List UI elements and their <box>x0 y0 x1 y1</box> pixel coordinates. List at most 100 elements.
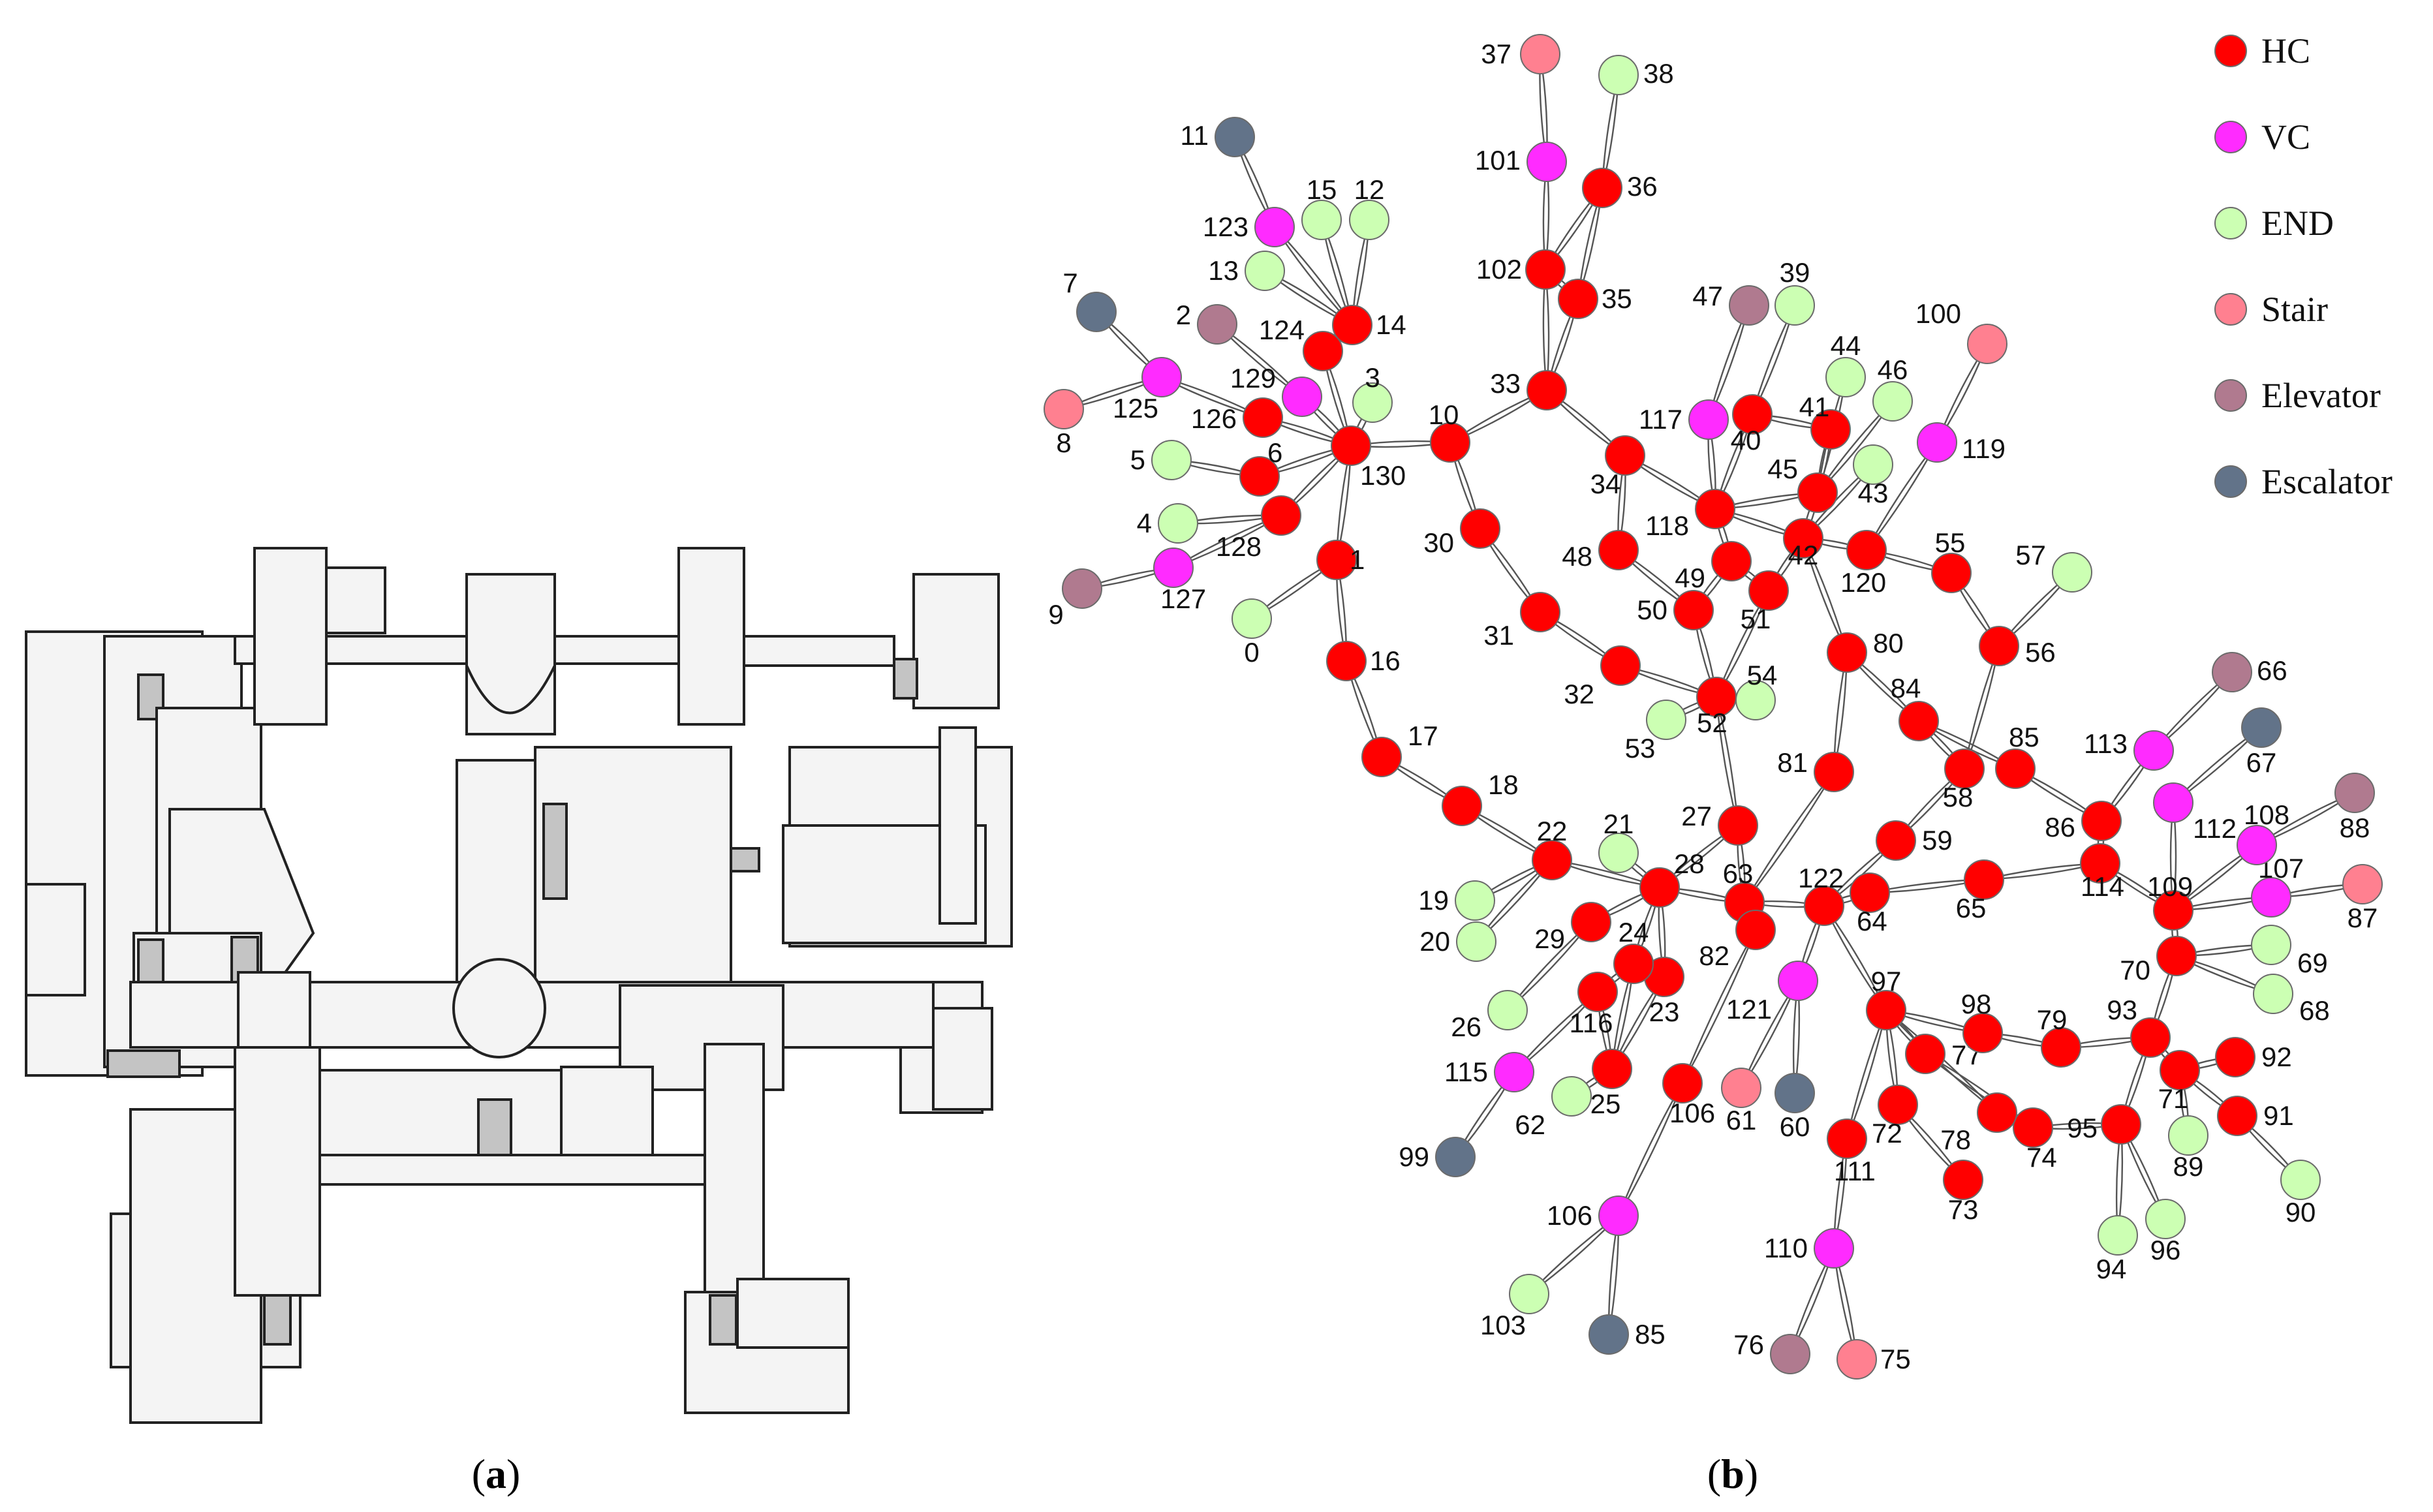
node-24-circle <box>1613 944 1654 984</box>
node-14: 14 <box>1332 305 1406 345</box>
node-8: 8 <box>1044 389 1084 458</box>
node-47-label: 47 <box>1692 281 1723 311</box>
node-73-label: 73 <box>1948 1194 1979 1225</box>
node-17: 17 <box>1361 720 1438 777</box>
node-87-circle <box>2342 864 2383 904</box>
node-101-circle <box>1526 142 1567 182</box>
node-42-circle <box>1783 518 1823 559</box>
node-34-circle <box>1605 435 1645 476</box>
node-78: 78 <box>1940 1092 2017 1155</box>
node-1: 1 <box>1316 540 1365 580</box>
node-70-label: 70 <box>2120 955 2150 985</box>
node-7-circle <box>1076 292 1117 332</box>
node-36-circle <box>1582 168 1622 208</box>
node-10-circle <box>1430 422 1470 463</box>
node-118: 118 <box>1645 489 1735 541</box>
node-35-label: 35 <box>1602 283 1632 314</box>
node-129-circle <box>1282 377 1322 417</box>
node-50: 50 <box>1637 590 1714 630</box>
graph-nodes: 1610141617182223242527282930313233343536… <box>1044 34 2383 1380</box>
node-36-label: 36 <box>1627 171 1658 202</box>
node-7-label: 7 <box>1062 268 1077 298</box>
node-92-label: 92 <box>2261 1041 2292 1072</box>
node-51-circle <box>1748 570 1789 611</box>
node-84: 84 <box>1891 673 1939 741</box>
node-106-circle <box>1662 1063 1703 1103</box>
node-51: 51 <box>1741 570 1789 634</box>
node-126-label: 126 <box>1191 403 1237 434</box>
node-95: 95 <box>2067 1104 2141 1145</box>
node-16-circle <box>1326 641 1367 681</box>
node-76: 76 <box>1733 1329 1810 1374</box>
node-9-circle <box>1062 568 1102 609</box>
node-37: 37 <box>1481 34 1560 74</box>
node-60-label: 60 <box>1780 1111 1810 1142</box>
node-38: 38 <box>1598 55 1674 95</box>
node-65: 65 <box>1956 859 2004 923</box>
node-88: 88 <box>2334 773 2375 843</box>
node-89-label: 89 <box>2173 1151 2204 1182</box>
node-13-label: 13 <box>1208 255 1239 286</box>
node-39-circle <box>1774 285 1815 326</box>
node-57: 57 <box>2015 540 2092 593</box>
node-96-circle <box>2145 1199 2186 1239</box>
node-22-circle <box>1532 840 1572 880</box>
node-89-circle <box>2168 1115 2208 1156</box>
node-114: 114 <box>2080 843 2124 902</box>
node-91-circle <box>2217 1096 2257 1136</box>
node-102-circle <box>1525 249 1566 290</box>
node-121-circle <box>1778 961 1818 1001</box>
edge-82-106 <box>1681 929 1757 1084</box>
node-18-circle <box>1442 786 1482 826</box>
node-73: 73 <box>1943 1160 1983 1225</box>
node-63-label: 63 <box>1723 858 1754 889</box>
node-8-circle <box>1044 389 1084 429</box>
node-29-circle <box>1571 902 1611 942</box>
node-110: 110 <box>1764 1228 1854 1269</box>
node-43-label: 43 <box>1858 478 1889 508</box>
node-102-label: 102 <box>1476 254 1522 285</box>
node-96-label: 96 <box>2150 1235 2181 1265</box>
node-125: 125 <box>1113 357 1182 424</box>
node-90-circle <box>2280 1160 2321 1200</box>
node-80-circle <box>1827 632 1867 673</box>
node-117-label: 117 <box>1639 404 1682 435</box>
node-76-label: 76 <box>1733 1329 1764 1360</box>
node-20-label: 20 <box>1419 926 1450 957</box>
node-40-circle <box>1732 394 1773 435</box>
node-10-label: 10 <box>1429 399 1459 430</box>
node-54-circle <box>1735 680 1776 720</box>
node-123: 123 <box>1203 207 1295 247</box>
node-75-circle <box>1836 1339 1877 1380</box>
node-103-label: 103 <box>1480 1310 1526 1340</box>
node-84-label: 84 <box>1891 673 1921 703</box>
node-94-label: 94 <box>2096 1254 2127 1284</box>
node-2-label: 2 <box>1176 300 1191 330</box>
node-19-circle <box>1455 880 1495 921</box>
node-65-label: 65 <box>1956 893 1987 923</box>
node-45-label: 45 <box>1767 454 1798 484</box>
node-37-circle <box>1520 34 1560 74</box>
node-82: 82 <box>1699 910 1776 971</box>
node-84-circle <box>1898 701 1939 741</box>
node-28: 28 <box>1639 848 1705 908</box>
node-81: 81 <box>1777 747 1854 792</box>
node-15-label: 15 <box>1307 174 1337 205</box>
node-112-label: 112 <box>2193 813 2237 844</box>
node-120-label: 120 <box>1840 567 1886 598</box>
node-9-label: 9 <box>1048 599 1063 630</box>
node-31-circle <box>1520 592 1560 632</box>
node-14-label: 14 <box>1376 309 1406 340</box>
node-24: 24 <box>1613 917 1654 984</box>
node-30-label: 30 <box>1423 527 1454 558</box>
node-3-circle <box>1352 382 1393 423</box>
node-20-circle <box>1456 921 1496 962</box>
node-34: 34 <box>1590 435 1645 499</box>
node-38-circle <box>1598 55 1639 95</box>
node-45: 45 <box>1767 454 1838 513</box>
node-17-circle <box>1361 737 1402 777</box>
node-96: 96 <box>2145 1199 2186 1265</box>
node-101: 101 <box>1475 142 1567 182</box>
node-23-label: 23 <box>1649 996 1680 1027</box>
